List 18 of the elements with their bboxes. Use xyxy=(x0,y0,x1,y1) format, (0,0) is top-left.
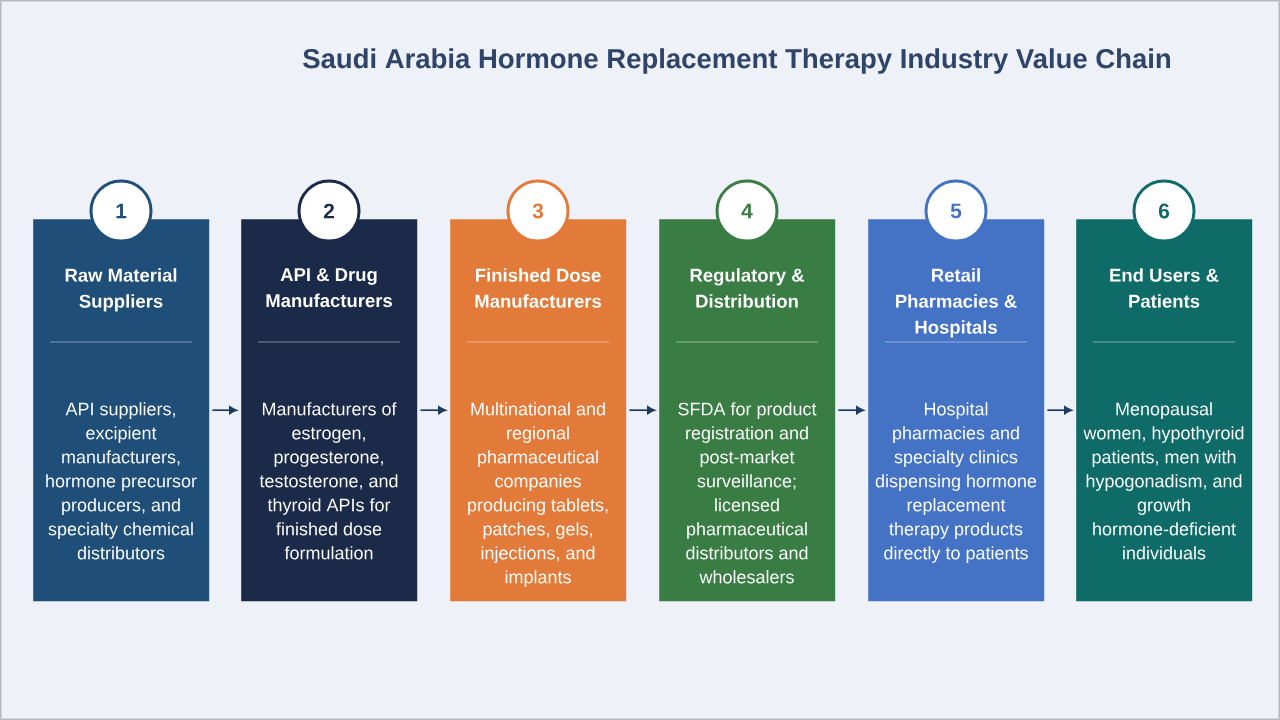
stage-heading: End Users & Patients xyxy=(1110,268,1219,308)
stage-description: SFDA for product registration and post-market surveillance; licensed pharmaceutical distributors and wholesalers xyxy=(678,402,817,584)
stage-description: API suppliers, excipient manufacturers, hormone precursor producers, and specialty chemical distributors xyxy=(46,402,197,560)
arrow xyxy=(628,406,656,415)
stage-description: Manufacturers of estrogen, progesterone, testosterone, and thyroid APIs for finished dose formulation xyxy=(259,402,398,560)
arrow xyxy=(837,406,865,415)
stage-heading: Raw Material Suppliers xyxy=(65,268,177,312)
stage-heading: Retail Pharmacies & Hospitals xyxy=(896,268,1017,338)
arrow xyxy=(419,406,447,415)
stage-description: Multinational and regional pharmaceutical companies producing tablets, patches, gels, injections, and implants xyxy=(468,402,608,587)
title: Saudi Arabia Hormone Replacement Therapy Industry Value Chain xyxy=(303,48,1170,74)
stage-description: Menopausal women, hypothyroid patients, men with hypogonadism, and growth hormone-deficient individuals xyxy=(1083,402,1244,560)
stage-heading: Regulatory & Distribution xyxy=(690,268,804,308)
arrow xyxy=(211,406,238,415)
arrow xyxy=(1046,406,1073,415)
stage-heading: API & Drug Manufacturers xyxy=(266,268,392,308)
stage-description: Hospital pharmacies and specialty clinics dispensing hormone replacement therapy products directly to patients xyxy=(875,402,1037,563)
stage-heading: Finished Dose Manufacturers xyxy=(475,268,601,308)
